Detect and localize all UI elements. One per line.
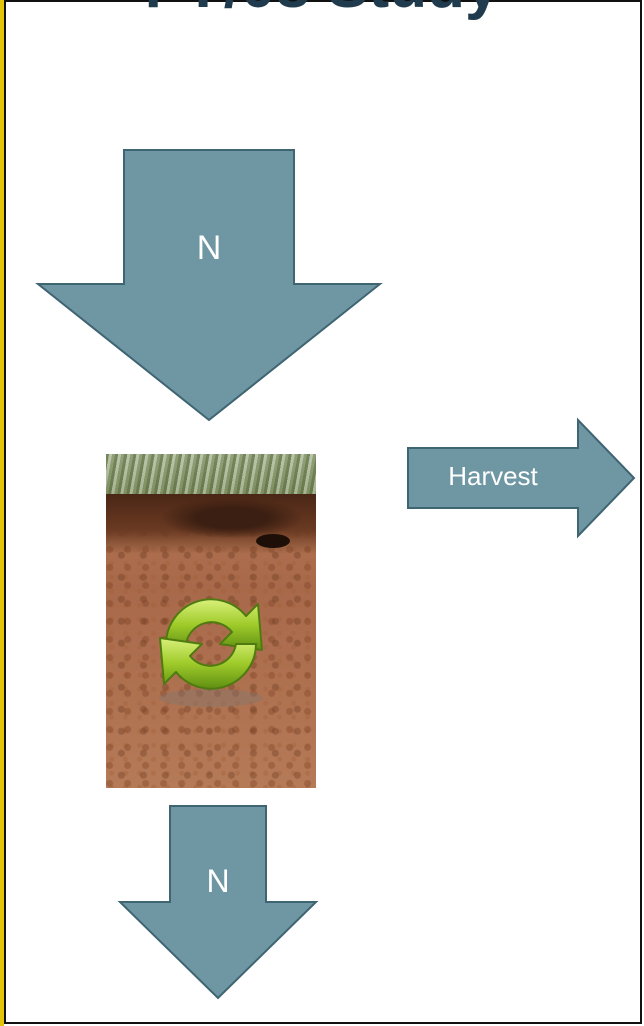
slide-frame	[4, 0, 642, 1024]
n-output-arrow	[117, 805, 319, 1000]
n-output-label: N	[206, 863, 230, 899]
frame-accent-bar	[0, 0, 4, 1026]
recycle-arrows-icon	[159, 598, 263, 707]
n-input-arrow	[35, 149, 383, 422]
harvest-label: Harvest	[448, 461, 538, 491]
page-title: FY/08 Study	[0, 0, 644, 18]
soil-burrow	[256, 534, 290, 548]
harvest-arrow	[407, 417, 636, 539]
soil-profile-image	[106, 454, 316, 788]
n-input-label: N	[196, 229, 222, 267]
